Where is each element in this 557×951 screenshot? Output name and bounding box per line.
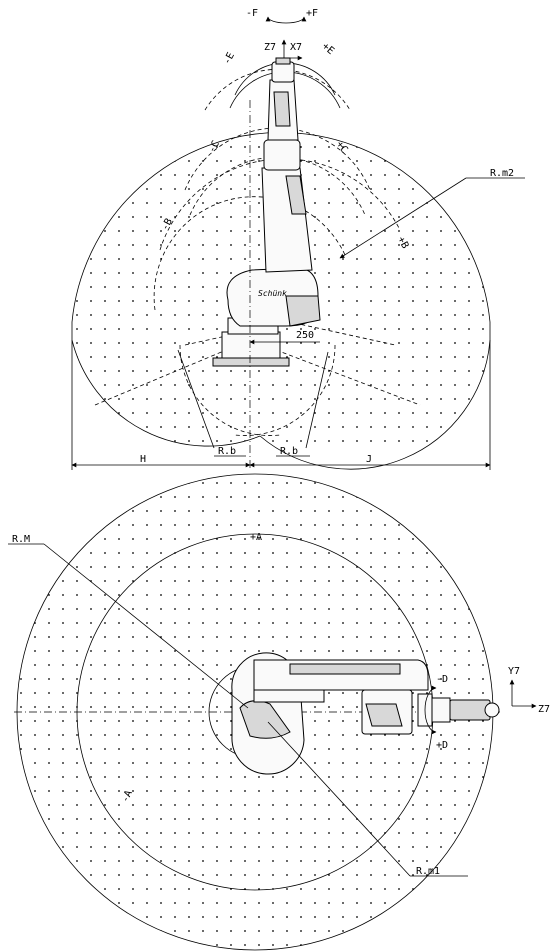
radius-b-left-label: R.b	[218, 446, 236, 457]
dimension-H-label: H	[140, 454, 146, 465]
tool-z-top-label: Z7	[538, 704, 550, 715]
tool-x-label: X7	[290, 42, 302, 53]
axis-B-minus-label: -B	[160, 217, 175, 233]
axis-E-plus-label: +E	[320, 41, 336, 57]
axis-E-minus-label: -E	[222, 51, 237, 67]
axis-A-minus-label: -A	[120, 789, 135, 805]
rotation-F-arrow	[265, 16, 307, 24]
axis-B-plus-label: +B	[395, 235, 410, 251]
radius-m1-label: R.m1	[416, 866, 440, 877]
robot-top-silhouette	[231, 652, 500, 775]
robot-logo: Schünk	[258, 289, 287, 298]
arc-B	[153, 196, 346, 311]
dimension-250-label: 250	[296, 330, 314, 341]
tool-y-label: Y7	[508, 666, 520, 677]
axis-D-minus-label: -D	[436, 674, 448, 685]
axis-A-plus-label: +A	[250, 532, 262, 543]
axis-F-minus-label: -F	[246, 8, 258, 19]
radius-b-right-label: R.b	[280, 446, 298, 457]
side-view: Schünk -F +F Z7 X7 -E +E -C +C -B +B	[71, 8, 525, 470]
axis-D-plus-label: +D	[436, 740, 448, 751]
axis-F-plus-label: +F	[306, 8, 318, 19]
dimension-J-label: J	[366, 454, 372, 465]
radius-M-leader	[43, 543, 249, 709]
axis-C-minus-label: -C	[207, 139, 222, 155]
rotation-D-arrow	[424, 685, 437, 735]
radius-m1-leader	[267, 721, 411, 877]
top-view: R.M +A -A -D +D Y7 Z7 R.m1	[8, 473, 550, 951]
radius-m2-label: R.m2	[490, 168, 514, 179]
radius-M-label: R.M	[12, 534, 30, 545]
tool-z-label: Z7	[264, 42, 276, 53]
radius-m2-leader	[339, 177, 467, 259]
